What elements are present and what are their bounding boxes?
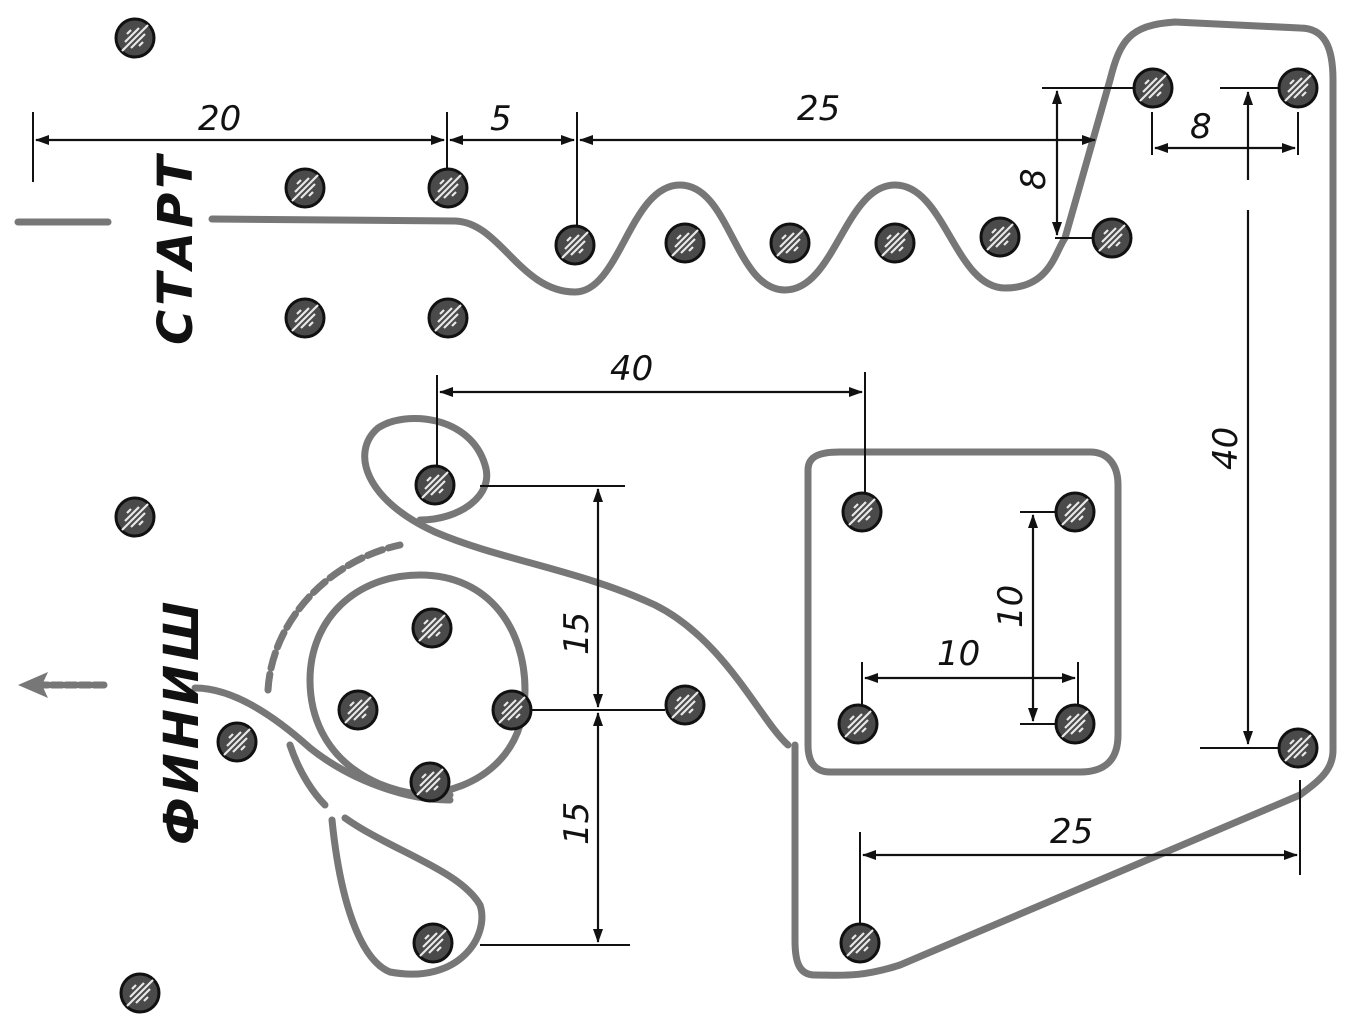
peg	[1054, 491, 1096, 533]
peg	[841, 491, 883, 533]
peg	[837, 703, 879, 745]
dimension-label-10-horizontal: 10	[937, 634, 980, 674]
dimension-label-8-right: 8	[1190, 107, 1212, 147]
pegs	[114, 17, 1319, 1014]
dimension-label-10-vertical: 10	[991, 585, 1031, 628]
peg	[554, 224, 596, 266]
start-label: СТАРТ	[148, 152, 204, 345]
dimension-lines	[32, 87, 1301, 946]
peg	[284, 297, 326, 339]
track-path	[14, 18, 1337, 979]
peg	[427, 297, 469, 339]
peg	[119, 972, 161, 1014]
peg	[114, 496, 156, 538]
dimension-label-25-top: 25	[797, 89, 840, 129]
peg	[411, 607, 453, 649]
peg	[839, 922, 881, 964]
peg	[769, 222, 811, 264]
peg	[664, 222, 706, 264]
peg	[409, 761, 451, 803]
peg	[337, 689, 379, 731]
finish-label: ФИНИШ	[154, 598, 210, 845]
peg	[1054, 703, 1096, 745]
peg	[412, 922, 454, 964]
dimension-label-25-bottom: 25	[1050, 812, 1093, 852]
finish-arrow-icon	[18, 672, 48, 698]
peg	[1132, 67, 1174, 109]
peg	[491, 689, 533, 731]
peg	[216, 721, 258, 763]
peg	[414, 464, 456, 506]
dimension-label-15-upper: 15	[557, 612, 597, 655]
dimension-label-5: 5	[490, 99, 512, 139]
dimension-label-8-left: 8	[1014, 168, 1054, 190]
dimension-label-20: 20	[198, 99, 241, 139]
dimension-label-15-lower: 15	[557, 802, 597, 845]
peg	[1277, 727, 1319, 769]
peg	[284, 167, 326, 209]
dimension-label-40-right: 40	[1206, 427, 1246, 470]
peg	[1091, 217, 1133, 259]
dimension-label-40-middle: 40	[610, 349, 653, 389]
peg	[1277, 67, 1319, 109]
peg	[114, 17, 156, 59]
peg	[664, 684, 706, 726]
peg	[979, 216, 1021, 258]
peg	[427, 167, 469, 209]
peg	[874, 222, 916, 264]
